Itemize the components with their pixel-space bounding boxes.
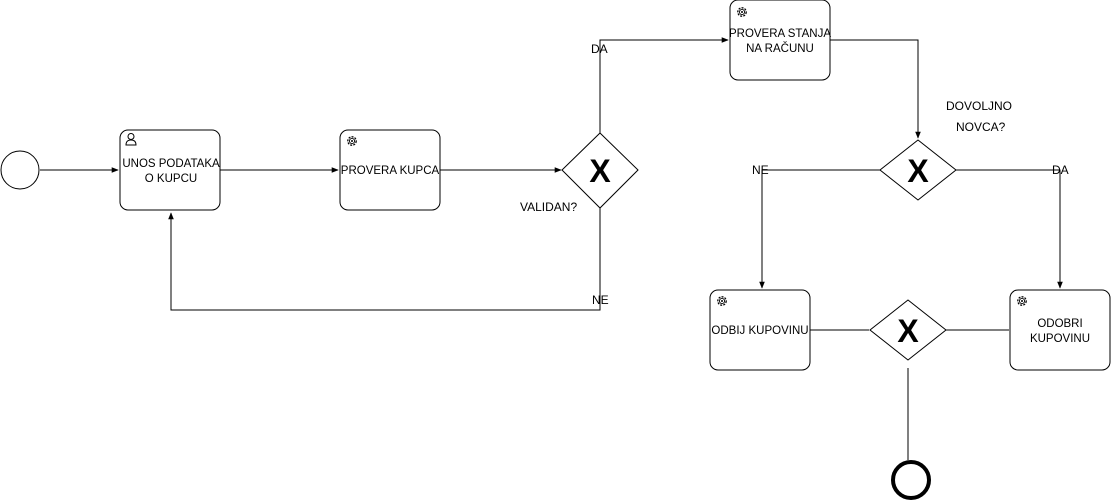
gateway-validan-mark: X (589, 153, 611, 189)
edge-label-validan-ne: NE (592, 293, 609, 307)
task-odobri-label-1: ODOBRI (1037, 318, 1082, 330)
edge-label-validan-da: DA (591, 42, 608, 56)
gateway-dovoljno-novca[interactable]: X (879, 139, 957, 201)
edge-dovoljno-ne (759, 169, 880, 289)
gear-icon (737, 7, 747, 17)
task-unos-label-1: UNOS PODATAKA (122, 158, 220, 170)
gear-icon (717, 296, 727, 306)
task-unos-label-2: O KUPCU (145, 173, 197, 185)
edge-validan-ne (168, 208, 601, 311)
edge-label-dovoljno-ne: NE (752, 163, 769, 177)
gateway-merge-mark: X (897, 313, 919, 349)
gateway-dovoljno-mark: X (907, 153, 929, 189)
edge-dovoljno-da (956, 169, 1063, 289)
task-odbij-label: ODBIJ KUPOVINU (711, 325, 808, 337)
edge-label-dovoljno-da: DA (1052, 163, 1069, 177)
task-provera-stanja-label-2: NA RAČUNU (746, 42, 814, 55)
task-unos-podataka[interactable]: UNOS PODATAKA O KUPCU (119, 129, 221, 211)
gateway-dovoljno-question-2: NOVCA? (956, 120, 1006, 134)
task-provera-stanja-label-1: PROVERA STANJA (729, 28, 831, 40)
gateway-validan[interactable]: X (561, 132, 639, 209)
gateway-merge[interactable]: X (869, 299, 947, 361)
start-event[interactable] (0, 150, 40, 190)
task-provera-kupca-label: PROVERA KUPCA (341, 165, 440, 177)
gear-icon (1017, 296, 1027, 306)
task-odobri-label-2: KUPOVINU (1030, 333, 1090, 345)
edge-validan-da (599, 37, 729, 133)
end-event[interactable] (891, 460, 931, 500)
task-odbij-kupovinu[interactable]: ODBIJ KUPOVINU (709, 289, 811, 371)
task-provera-kupca[interactable]: PROVERA KUPCA (339, 129, 441, 211)
task-odobri-kupovinu[interactable]: ODOBRI KUPOVINU (1009, 289, 1111, 371)
gear-icon (347, 136, 357, 146)
edge-provera-stanja-to-gateway (830, 39, 921, 139)
user-icon (125, 133, 137, 146)
gateway-dovoljno-question-1: DOVOLJNO (946, 99, 1012, 113)
gateway-validan-question: VALIDAN? (520, 200, 577, 214)
task-provera-stanja[interactable]: PROVERA STANJA NA RAČUNU (729, 0, 831, 81)
